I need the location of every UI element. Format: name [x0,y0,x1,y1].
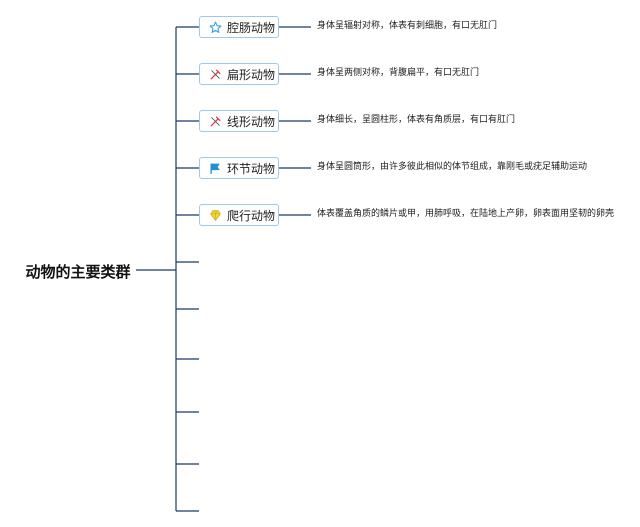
branch-node-reptiles[interactable]: 爬行动物 [199,204,279,226]
root-topic-label: 动物的主要类群 [25,262,131,281]
branch-node-annelids[interactable]: 环节动物 [199,157,279,179]
branch-label: 爬行动物 [227,208,276,223]
flag-icon [209,162,222,175]
branch-node-coelenterates[interactable]: 腔肠动物 [199,16,279,38]
star-outline-icon [209,21,222,34]
branch-description: 体表覆盖角质的鳞片或甲，用肺呼吸，在陆地上产卵，卵表面用坚韧的卵壳 [317,209,615,219]
root-topic[interactable]: 动物的主要类群 [20,258,136,284]
branch-description: 身体细长，呈圆柱形，体表有角质层，有口有肛门 [317,115,516,125]
branch-description: 身体呈两侧对称，背腹扁平，有口无肛门 [317,68,480,78]
tools-icon [209,68,222,81]
tools-icon [209,115,222,128]
branch-description: 身体呈辐射对称，体表有刺细胞，有口无肛门 [317,21,498,31]
branch-node-flatworms[interactable]: 扁形动物 [199,63,279,85]
branch-description: 身体呈圆筒形，由许多彼此相似的体节组成，靠刚毛或疣足辅助运动 [317,162,588,172]
branch-label: 扁形动物 [227,67,276,82]
diamond-icon [209,209,222,222]
branch-node-roundworms[interactable]: 线形动物 [199,110,279,132]
branch-label: 环节动物 [227,161,276,176]
branch-label: 腔肠动物 [227,20,276,35]
branch-label: 线形动物 [227,114,276,129]
